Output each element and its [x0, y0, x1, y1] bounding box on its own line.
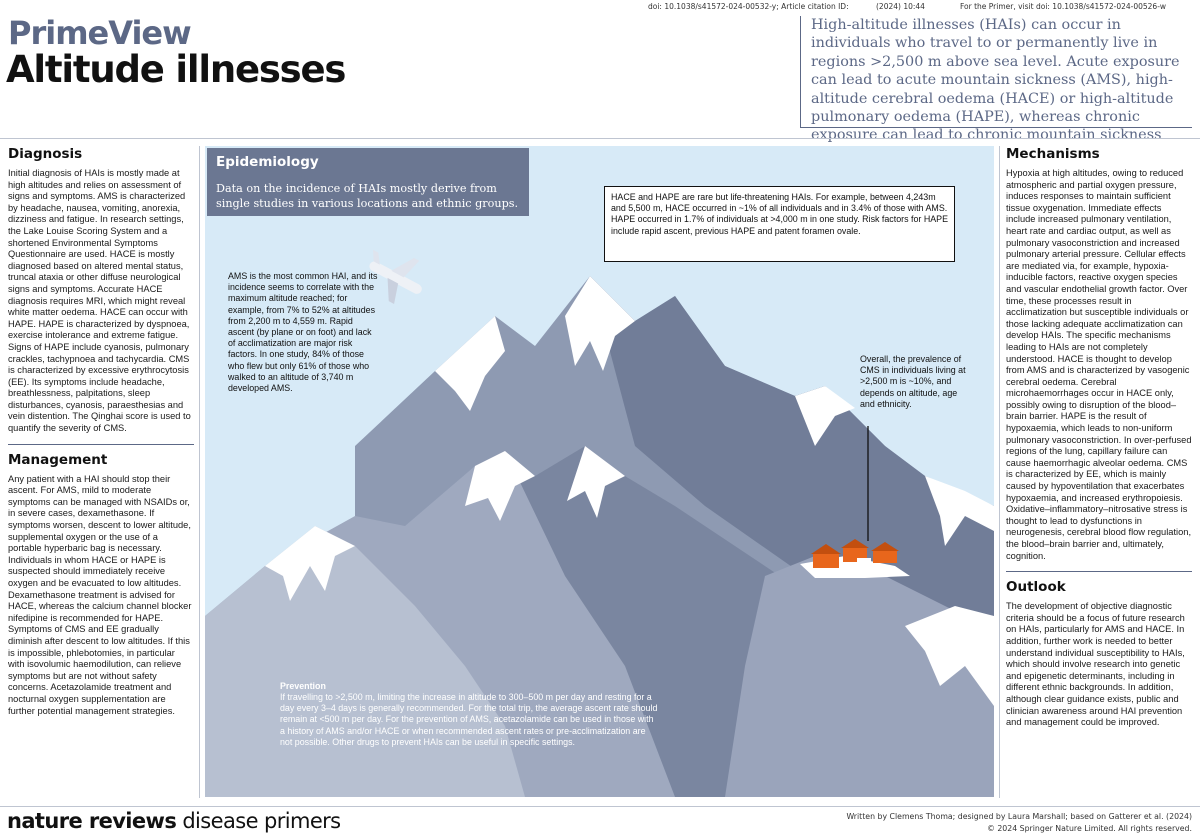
prevention-text: If travelling to >2,500 m, limiting the …	[280, 692, 658, 747]
mountain-illustration	[205, 249, 994, 797]
mechanisms-text: Hypoxia at high altitudes, owing to redu…	[1006, 168, 1192, 561]
section-divider	[1006, 571, 1192, 573]
village-icon	[811, 539, 899, 568]
primer-link[interactable]: For the Primer, visit doi: 10.1038/s4157…	[960, 2, 1167, 11]
snow-cap-center	[565, 276, 635, 371]
middle-snow-cap-2	[567, 446, 625, 518]
airplane-icon	[369, 249, 422, 304]
left-column: Diagnosis Initial diagnosis of HAIs is m…	[8, 146, 194, 717]
management-text: Any patient with a HAI should stop their…	[8, 473, 192, 716]
year-text: (2024) 10:44	[876, 2, 925, 11]
credits: Written by Clemens Thoma; designed by La…	[846, 811, 1192, 835]
front-right-hill	[725, 556, 994, 797]
outlook-text: The development of objective diagnostic …	[1006, 601, 1185, 728]
series-title: PrimeView	[8, 14, 192, 52]
front-left-snow	[265, 526, 355, 601]
page-title: Altitude illnesses	[6, 48, 346, 91]
management-heading: Management	[8, 451, 108, 468]
ams-callout: AMS is the most common HAI, and its inci…	[228, 271, 378, 394]
snow-cap-far-right	[925, 476, 994, 546]
cms-callout: Overall, the prevalence of CMS in indivi…	[860, 354, 966, 409]
diagnosis-text: Initial diagnosis of HAIs is mostly made…	[8, 168, 191, 434]
top-strip: doi: 10.1038/s41572-024-00532-y; Article…	[0, 0, 1200, 13]
snow-cap-left	[435, 316, 505, 411]
hace-hape-callout: HACE and HAPE are rare but life-threaten…	[604, 186, 955, 262]
diagnosis-heading: Diagnosis	[8, 146, 83, 162]
credit-line-1: Written by Clemens Thoma; designed by La…	[846, 812, 1192, 821]
logo-bold: nature reviews	[7, 809, 177, 833]
outlook-heading: Outlook	[1006, 579, 1066, 596]
right-column-divider	[999, 146, 1000, 798]
mechanisms-heading: Mechanisms	[1006, 146, 1100, 162]
intro-box: High-altitude illnesses (HAIs) can occur…	[800, 16, 1192, 162]
epidemiology-text: Data on the incidence of HAIs mostly der…	[216, 182, 519, 210]
left-column-divider	[199, 146, 200, 798]
prevention-heading: Prevention	[280, 681, 326, 691]
intro-text: High-altitude illnesses (HAIs) can occur…	[811, 17, 1180, 162]
top-divider	[0, 138, 1200, 139]
right-column: Mechanisms Hypoxia at high altitudes, ow…	[1006, 146, 1192, 729]
epidemiology-heading: Epidemiology	[216, 154, 319, 170]
journal-logo[interactable]: nature reviews disease primers	[7, 809, 341, 833]
section-divider	[8, 443, 194, 445]
front-right-snow	[905, 606, 994, 706]
hace-hape-text: HACE and HAPE are rare but life-threaten…	[611, 192, 948, 236]
logo-light: disease primers	[182, 809, 341, 833]
snow-cap-right	[795, 386, 855, 446]
credit-line-2: © 2024 Springer Nature Limited. All righ…	[987, 824, 1192, 833]
front-left-peak	[205, 526, 525, 797]
epidemiology-box: Epidemiology Data on the incidence of HA…	[207, 148, 529, 216]
bottom-divider	[0, 806, 1200, 807]
middle-snow-cap	[465, 451, 535, 521]
doi-text: doi: 10.1038/s41572-024-00532-y; Article…	[648, 2, 849, 11]
epidemiology-illustration: Epidemiology Data on the incidence of HA…	[205, 146, 994, 797]
